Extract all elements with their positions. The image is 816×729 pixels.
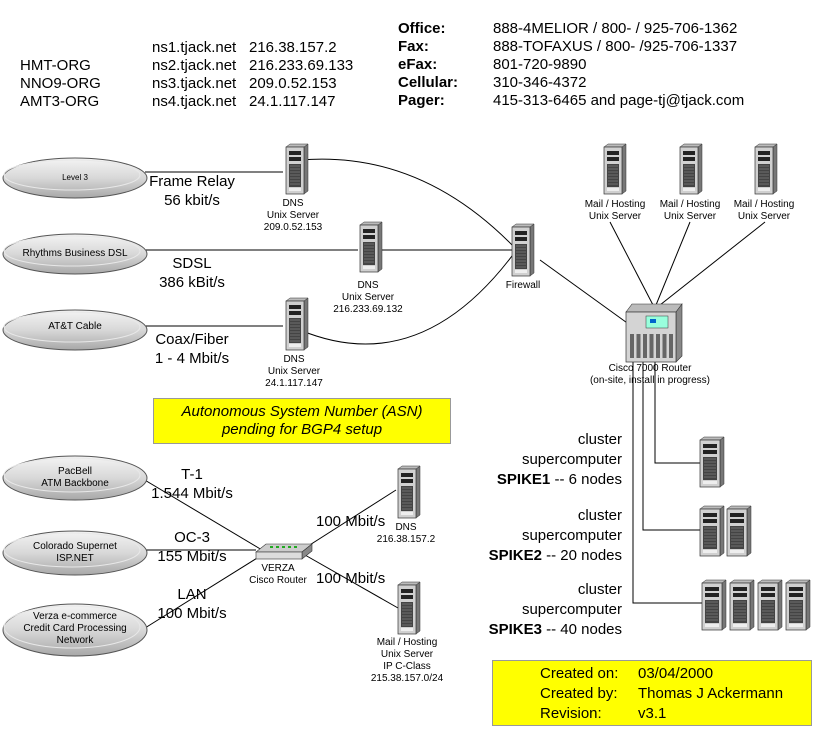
mail-server-label: Mail / Hosting Unix Server	[659, 199, 721, 222]
mail-server-icon	[679, 143, 703, 195]
upstream-link-label: Frame Relay 56 kbit/s	[149, 173, 235, 209]
mail-server-label: Mail / Hosting Unix Server	[733, 199, 795, 222]
cluster-name: SPIKE3	[488, 621, 542, 638]
created-box: Created on: Created by: Revision: 03/04/…	[492, 660, 812, 726]
cluster-node-icon	[701, 579, 727, 631]
contact-value: 888-4MELIOR / 800- / 925-706-1362	[493, 20, 738, 37]
firewall-icon	[511, 223, 535, 277]
mail-server-icon	[603, 143, 627, 195]
contact-values: 888-4MELIOR / 800- / 925-706-1362 888-TO…	[493, 20, 744, 110]
lower-link-name: Verza e-commerce Credit Card Processing …	[23, 611, 127, 646]
contact-label: Pager:	[398, 92, 445, 109]
ellipse-verza-ecommerce	[2, 603, 148, 657]
dns-server-label: DNS Unix Server 216.233.69.132	[333, 280, 403, 315]
created-on-value: 03/04/2000	[638, 665, 714, 682]
mail-link-speed: 100 Mbit/s	[316, 570, 386, 587]
ns-host: ns1.tjack.net	[152, 39, 237, 56]
contact-label: Fax:	[398, 38, 429, 55]
ns-ip: 209.0.52.153	[249, 75, 337, 92]
router-label: Cisco 7000 Router (on-site, install in p…	[589, 363, 711, 386]
revision-value: v3.1	[638, 705, 667, 722]
cluster-node-icon	[699, 505, 725, 557]
cluster-label: cluster supercomputer SPIKE3 -- 40 nodes	[488, 581, 622, 638]
mail-server-label: Mail / Hosting Unix Server	[584, 199, 646, 222]
cluster-node-icon	[785, 579, 811, 631]
dns-server-icon	[359, 221, 383, 273]
contact-label: Office:	[398, 20, 446, 37]
cluster-node-icon	[726, 505, 752, 557]
org-item: NNO9-ORG	[20, 75, 101, 92]
mail-server-icon	[754, 143, 778, 195]
org-item: HMT-ORG	[20, 57, 91, 74]
created-by-value: Thomas J Ackermann	[638, 685, 784, 702]
contact-value: 310-346-4372	[493, 74, 587, 91]
cluster-nodes: -- 6 nodes	[550, 471, 622, 488]
cluster-label: cluster supercomputer SPIKE1 -- 6 nodes	[496, 431, 622, 488]
dns-server-icon	[285, 297, 309, 351]
created-on-label: Created on:	[540, 665, 619, 682]
upstream-name: Rhythms Business DSL	[22, 248, 128, 259]
lower-link-label: T-1 1.544 Mbit/s	[151, 466, 233, 502]
nameserver-hosts: ns1.tjack.net ns2.tjack.net ns3.tjack.ne…	[152, 39, 236, 111]
created-by-label: Created by:	[540, 685, 618, 702]
cluster-nodes: -- 20 nodes	[541, 547, 622, 564]
org-item: AMT3-ORG	[20, 93, 100, 110]
cisco-router-icon	[625, 303, 683, 363]
ns-ip: 24.1.117.147	[249, 93, 336, 110]
ns-host: ns4.tjack.net	[152, 93, 237, 110]
dns-server-icon	[397, 465, 421, 519]
mail-server-icon	[397, 581, 421, 635]
lower-link-label: LAN 100 Mbit/s	[157, 586, 227, 622]
nameserver-ips: 216.38.157.2 216.233.69.133 209.0.52.153…	[249, 39, 353, 111]
contact-value: 888-TOFAXUS / 800- /925-706-1337	[493, 38, 738, 55]
ns-host: ns3.tjack.net	[152, 75, 237, 92]
lower-link-label: OC-3 155 Mbit/s	[157, 529, 227, 565]
contact-value: 415-313-6465 and page-tj@tjack.com	[493, 92, 745, 109]
upstream-name: AT&T Cable	[48, 321, 102, 332]
lower-mail-label: Mail / Hosting Unix Server IP C-Class 21…	[370, 637, 444, 684]
org-list: HMT-ORG NNO9-ORG AMT3-ORG	[20, 57, 101, 111]
ns-ip: 216.38.157.2	[249, 39, 337, 56]
lower-dns-label: DNS 216.38.157.2	[376, 522, 436, 545]
cluster-label: cluster supercomputer SPIKE2 -- 20 nodes	[488, 507, 622, 564]
contact-label: Cellular:	[398, 74, 459, 91]
cluster-name: SPIKE1	[496, 471, 551, 488]
verza-router-icon	[255, 543, 313, 560]
contact-labels: Office: Fax: eFax: Cellular: Pager:	[398, 20, 458, 110]
dns-server-label: DNS Unix Server 24.1.117.147	[265, 354, 323, 389]
cluster-node-icon	[757, 579, 783, 631]
upstream-link-label: Coax/Fiber 1 - 4 Mbit/s	[154, 331, 230, 367]
ns-ip: 216.233.69.133	[249, 57, 354, 74]
lower-link-name: Colorado Supernet ISP.NET	[33, 541, 117, 564]
upstream-name: Level 3	[62, 173, 88, 182]
ns-host: ns2.tjack.net	[152, 57, 237, 74]
dns-server-label: DNS Unix Server 209.0.52.153	[263, 198, 323, 233]
cluster-nodes: -- 40 nodes	[541, 621, 622, 638]
upstream-link-label: SDSL 386 kBit/s	[159, 255, 225, 291]
cluster-node-icon	[729, 579, 755, 631]
dns-server-icon	[285, 143, 309, 195]
lower-link-name: PacBell ATM Backbone	[41, 466, 109, 489]
firewall-label: Firewall	[505, 280, 541, 291]
verza-router-label: VERZA Cisco Router	[249, 563, 307, 586]
revision-label: Revision:	[540, 705, 602, 722]
asn-note: Autonomous System Number (ASN) pending f…	[153, 398, 451, 444]
cluster-node-icon	[699, 436, 725, 488]
dns-link-speed: 100 Mbit/s	[316, 513, 386, 530]
contact-value: 801-720-9890	[493, 56, 587, 73]
cluster-name: SPIKE2	[488, 547, 542, 564]
contact-label: eFax:	[398, 56, 438, 73]
